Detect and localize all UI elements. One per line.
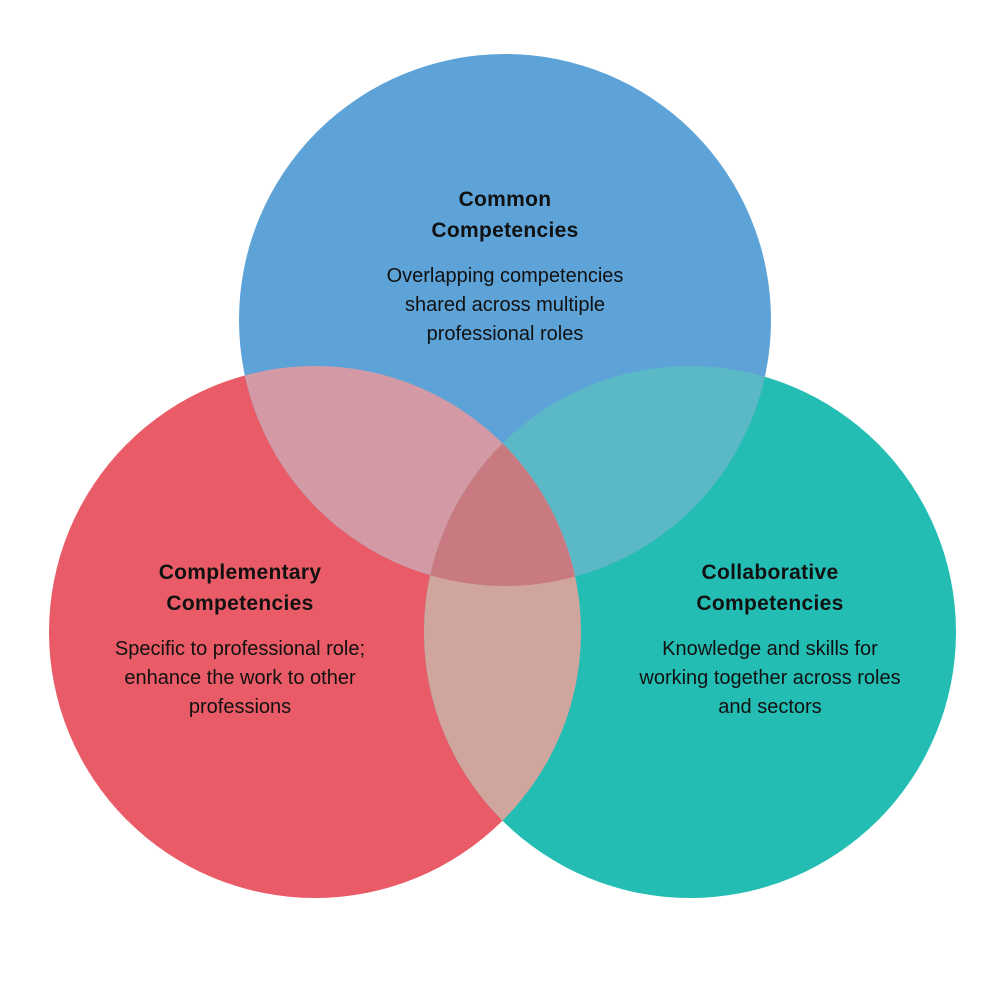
set-title: Collaborative Competencies	[570, 557, 970, 619]
description-line: enhance the work to other	[124, 667, 356, 689]
description-line: professions	[188, 696, 292, 718]
title-line: Collaborative	[701, 561, 839, 584]
description-line: Knowledge and skills for	[662, 638, 878, 660]
set-title: Complementary Competencies	[40, 557, 440, 619]
set-label-collaborative: Collaborative Competencies Knowledge and…	[570, 557, 970, 722]
set-title: Common Competencies	[305, 184, 705, 246]
description-line: shared across multiple	[404, 294, 606, 316]
overlap-common-collaborative	[424, 366, 771, 586]
description-line: Overlapping competencies	[386, 265, 624, 287]
set-label-common: Common Competencies Overlapping competen…	[305, 184, 705, 349]
title-line: Competencies	[431, 219, 579, 242]
description-line: and sectors	[718, 696, 822, 718]
description-line: working together across roles	[639, 667, 901, 689]
set-description: Knowledge and skills for working togethe…	[570, 635, 970, 722]
title-line: Competencies	[696, 592, 844, 615]
description-line: professional roles	[426, 323, 584, 345]
title-line: Common	[458, 188, 552, 211]
title-line: Competencies	[166, 592, 314, 615]
set-label-complementary: Complementary Competencies Specific to p…	[40, 557, 440, 722]
set-description: Specific to professional role; enhance t…	[40, 635, 440, 722]
overlap-common-complementary	[239, 366, 581, 586]
title-line: Complementary	[158, 561, 322, 584]
description-line: Specific to professional role;	[114, 638, 366, 660]
set-description: Overlapping competencies shared across m…	[305, 262, 705, 349]
